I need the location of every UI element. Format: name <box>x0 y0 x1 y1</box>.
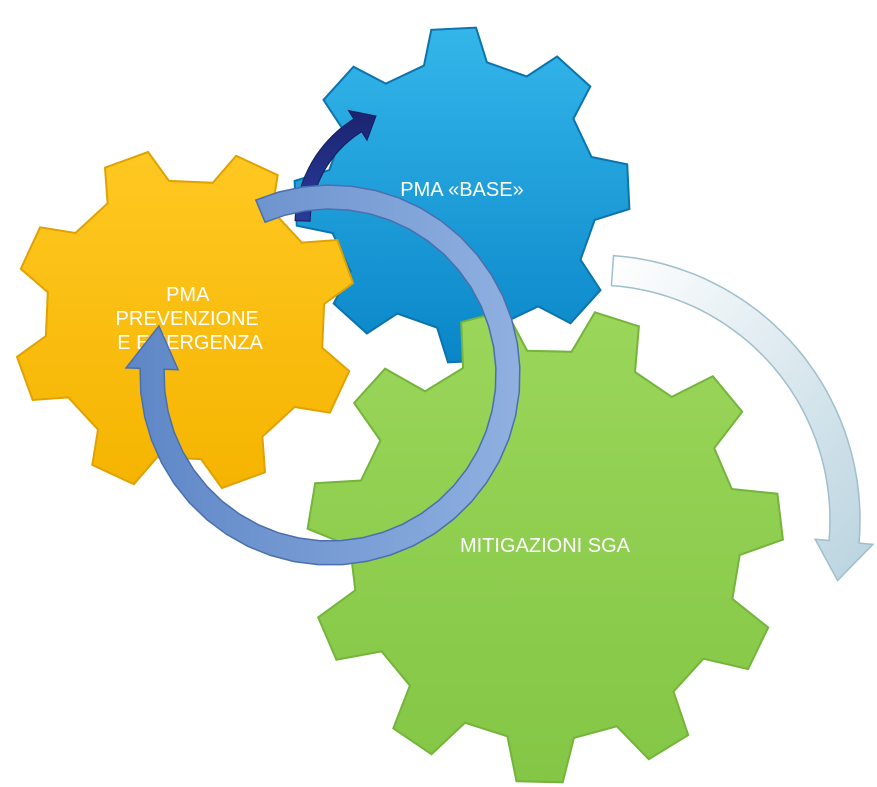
gear-base-label: PMA «BASE» <box>400 179 523 201</box>
gear-prevenzione: PMA PREVENZIONE E EMERGENZA <box>15 150 355 490</box>
gear-mitigazioni-label: MITIGAZIONI SGA <box>460 535 631 557</box>
gear-base-label-line: PMA «BASE» <box>400 179 523 201</box>
blue-cycle-arrow <box>124 184 521 566</box>
gear-prevenzione-label: PMA PREVENZIONE E EMERGENZA <box>116 284 265 354</box>
gear-prevenzione-label-line-2: PREVENZIONE <box>116 308 259 330</box>
pale-arrow <box>610 254 875 582</box>
gear-mitigazioni-label-line: MITIGAZIONI SGA <box>460 535 631 557</box>
gear-mitigazioni: MITIGAZIONI SGA <box>306 309 784 784</box>
gear-base: PMA «BASE» <box>293 26 631 364</box>
gear-prevenzione-label-line-1: PMA <box>166 284 210 306</box>
